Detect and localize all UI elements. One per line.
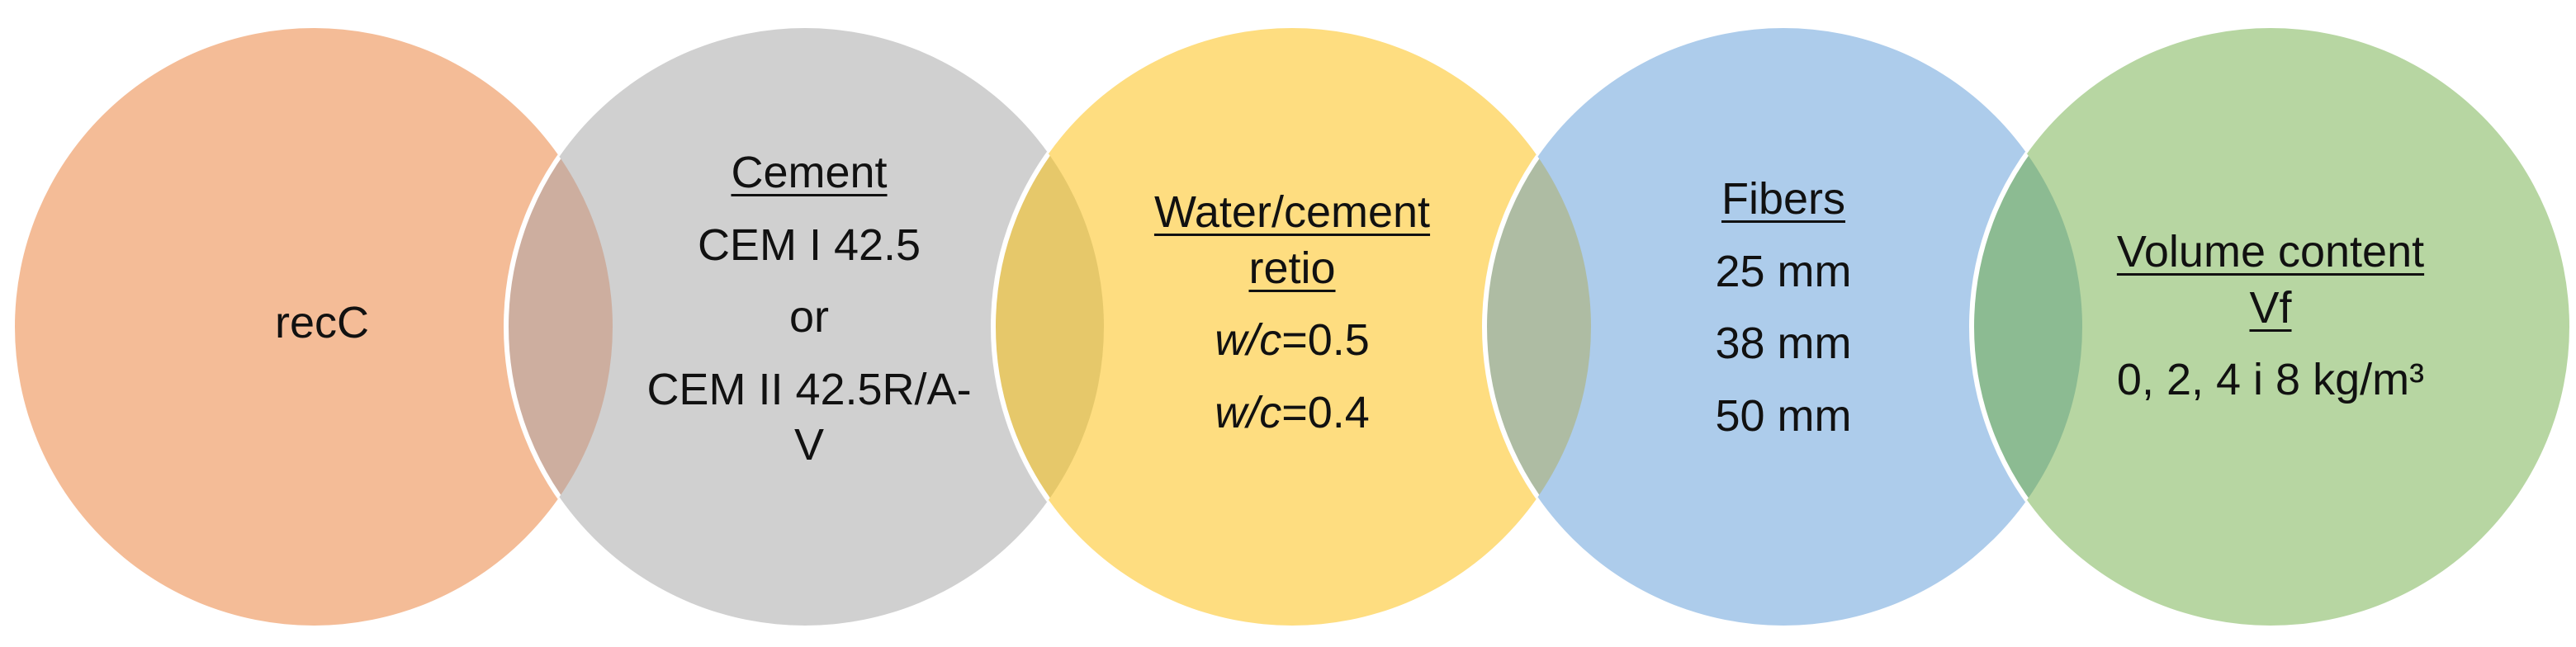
circle-outline-cement <box>504 28 613 626</box>
volume-values: 0, 2, 4 i 8 kg/m³ <box>2116 355 2425 404</box>
circle-water-cement <box>993 28 1591 626</box>
recc-label: recC <box>198 295 446 352</box>
fibers-heading: Fibers <box>1721 174 1846 224</box>
fiber-length-50: 50 mm <box>1715 390 1852 441</box>
fiber-length-38: 38 mm <box>1715 319 1852 368</box>
cement-connector: or <box>788 292 829 342</box>
cement-heading: Cement <box>731 148 888 197</box>
wc-symbol-2: w/c <box>1215 387 1282 437</box>
fiber-length-25: 25 mm <box>1715 246 1852 296</box>
recc-text: recC <box>274 298 369 347</box>
circle-cement <box>506 28 1104 626</box>
volume-heading-1: Volume content <box>2116 227 2425 276</box>
volume-text-block: Volume content Vf 0, 2, 4 i 8 kg/m³ <box>2048 224 2493 409</box>
wc-ratio-2: w/c=0.4 <box>1073 385 1511 442</box>
wc-ratio-1: w/c=0.5 <box>1073 313 1511 369</box>
wc-value-1: =0.5 <box>1281 315 1370 365</box>
fibers-text-block: Fibers 25 mm 38 mm 50 mm <box>1618 172 1949 444</box>
wc-symbol-1: w/c <box>1215 315 1282 365</box>
cement-option-2: CEM II 42.5R/A- <box>646 364 972 414</box>
circle-outline-volume <box>1969 28 2082 626</box>
circle-volume-content <box>1972 28 2569 626</box>
circle-outline-fibers <box>1482 28 1591 626</box>
water-cement-heading-1: Water/cement <box>1153 187 1431 237</box>
circle-outline-water <box>991 28 1104 626</box>
wc-value-2: =0.4 <box>1281 387 1370 437</box>
cement-option-2-cont: V <box>793 420 825 470</box>
circle-recc <box>15 28 613 626</box>
volume-heading-2: Vf <box>2249 282 2292 333</box>
water-cement-heading-2: retio <box>1248 243 1336 293</box>
circle-fibers <box>1485 28 2082 626</box>
cement-text-block: Cement CEM I 42.5 or CEM II 42.5R/A- V <box>578 145 1040 474</box>
water-cement-text-block: Water/cement retio w/c=0.5 w/c=0.4 <box>1073 185 1511 441</box>
cement-option-1: CEM I 42.5 <box>697 220 921 270</box>
